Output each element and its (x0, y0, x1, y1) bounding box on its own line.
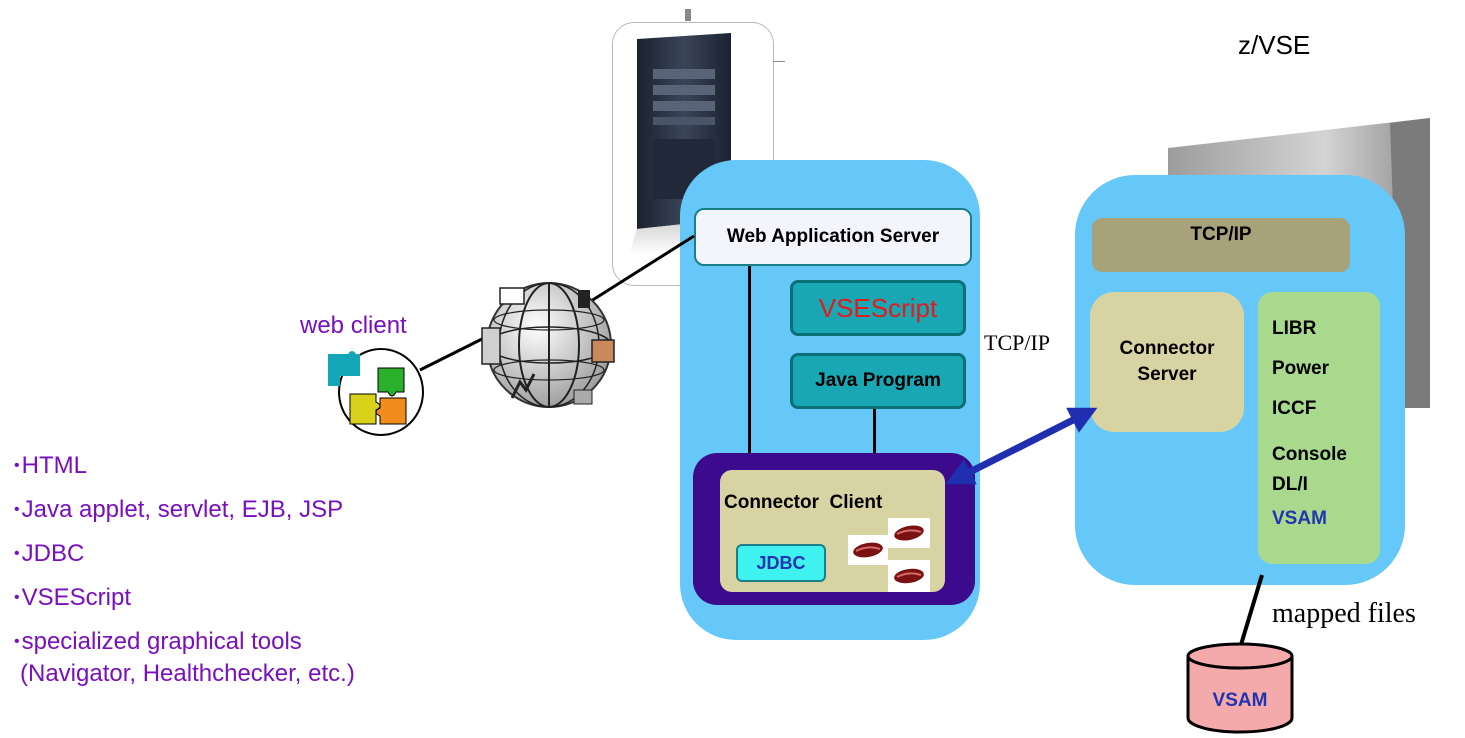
mapped-files-link (1238, 574, 1264, 649)
server-cable (773, 61, 785, 62)
java-program-label: Java Program (815, 370, 941, 391)
web-client-label: web client (300, 312, 407, 339)
vsescript-label: VSEScript (818, 292, 938, 323)
bullet-item-text: JDBC (21, 540, 85, 567)
bullet-item-text: specialized graphical tools (21, 628, 302, 655)
tcpip-arrow (945, 407, 1098, 485)
vsam-cylinder-icon (1186, 642, 1294, 734)
bullet-dot: • (14, 545, 20, 562)
web-app-server-box: Web Application Server (694, 208, 972, 266)
web-client-puzzle-icon (328, 348, 424, 436)
connector-client-label: Connector Client (724, 492, 883, 513)
bullet-item-text: HTML (21, 452, 87, 479)
bullet-item-tools: •specialized graphical tools (14, 628, 302, 656)
vsescript-box: VSEScript (790, 280, 966, 336)
java-bean-icon-1 (848, 535, 888, 565)
bullet-dot: • (14, 633, 20, 650)
vsam-cylinder-label: VSAM (1212, 690, 1268, 711)
server-antenna (685, 9, 691, 21)
mapped-files-label: mapped files (1272, 598, 1416, 629)
web-app-server-label: Web Application Server (726, 226, 940, 247)
bullet-item-text: VSEScript (21, 584, 131, 611)
internet-globe-icon (481, 282, 615, 408)
service-console: Console (1272, 444, 1347, 465)
java-program-box: Java Program (790, 353, 966, 409)
service-iccf: ICCF (1272, 398, 1317, 419)
service-vsam: VSAM (1272, 508, 1327, 529)
tcpip-label: TCP/IP (1190, 224, 1252, 245)
jdbc-box: JDBC (736, 544, 826, 582)
bullet-item-jdbc: •JDBC (14, 540, 84, 568)
java-bean-icon-2 (888, 518, 930, 548)
bullet-dot: • (14, 589, 20, 606)
tcpip-box: TCP/IP (1092, 218, 1350, 272)
java-bean-icon-3 (888, 560, 930, 592)
connector-line-right (873, 409, 876, 454)
bullet-item-vsescript: •VSEScript (14, 584, 131, 612)
service-libr: LIBR (1272, 318, 1317, 339)
tcpip-link-label: TCP/IP (984, 330, 1051, 355)
jdbc-label: JDBC (756, 552, 806, 573)
bullet-dot: • (14, 457, 20, 474)
connector-server-box: Connector Server (1090, 292, 1244, 432)
services-box: LIBR Power ICCF Console DL/I VSAM (1258, 292, 1380, 564)
bullet-item-text: (Navigator, Healthchecker, etc.) (20, 660, 355, 687)
service-dli: DL/I (1272, 474, 1308, 495)
bullet-item-java: •Java applet, servlet, EJB, JSP (14, 496, 343, 524)
bullet-dot: • (14, 501, 20, 518)
globe-server-link (579, 234, 695, 310)
connector-line-left (748, 266, 751, 454)
connector-server-label-line2: Server (1137, 364, 1197, 385)
bullet-item-html: •HTML (14, 452, 87, 480)
connector-server-label-line1: Connector (1119, 338, 1215, 359)
bullet-item-tools-continued: (Navigator, Healthchecker, etc.) (20, 660, 355, 688)
zvse-title: z/VSE (1238, 30, 1311, 60)
service-power: Power (1272, 358, 1330, 379)
bullet-item-text: Java applet, servlet, EJB, JSP (21, 496, 344, 523)
